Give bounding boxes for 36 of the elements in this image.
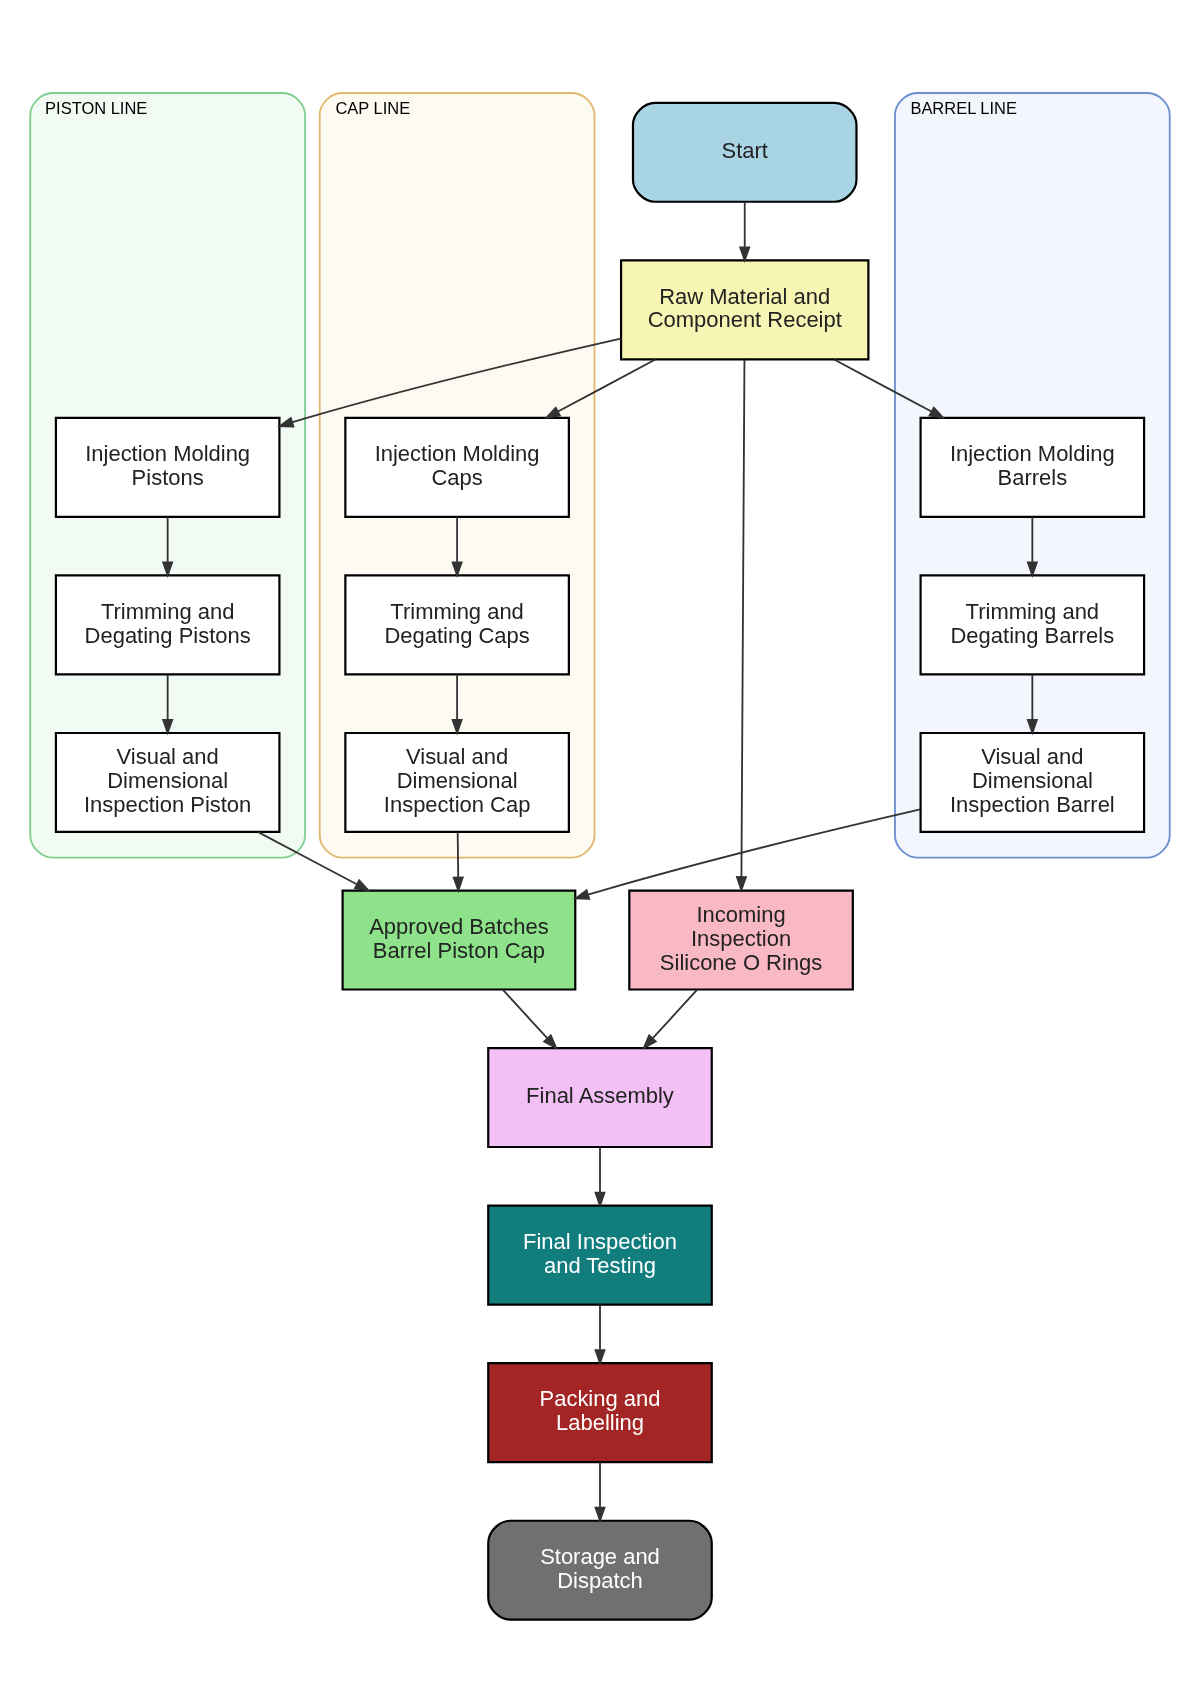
arrow [573, 808, 922, 900]
arrow [738, 201, 751, 263]
arrow [161, 673, 174, 736]
arrow [594, 1303, 606, 1366]
node-box: Approved Batches Barrel Piston Cap [341, 889, 577, 991]
node-box: Injection Molding Caps [344, 416, 570, 518]
arrow [161, 516, 174, 579]
node-box: Injection Molding Pistons [54, 416, 281, 518]
node-box: Incoming Inspection Silicone O Rings [628, 889, 854, 991]
arrow [452, 831, 464, 894]
node-box: Packing and Labelling [487, 1362, 713, 1464]
node-box: Raw Material and Component Receipt [619, 259, 870, 361]
node-box: Final Inspection and Testing [487, 1204, 713, 1306]
arrow [1026, 516, 1039, 579]
arrow [1026, 673, 1039, 736]
arrow [257, 831, 371, 892]
node-box: Trimming and Degating Pistons [54, 574, 281, 676]
node-box: Visual and Dimensional Inspection Barrel [919, 731, 1146, 834]
node-box: Injection Molding Barrels [919, 416, 1146, 518]
arrow [594, 1461, 606, 1524]
node-box: Trimming and Degating Barrels [919, 574, 1146, 676]
node-box: Visual and Dimensional Inspection Piston [54, 731, 281, 834]
node-box: Storage and Dispatch [487, 1519, 713, 1621]
node-box: Start [631, 101, 858, 203]
arrow [735, 358, 748, 893]
arrow [277, 337, 622, 428]
arrow [594, 1146, 606, 1209]
arrow [451, 673, 463, 736]
arrow [641, 988, 699, 1050]
arrow [544, 358, 657, 420]
node-box: Trimming and Degating Caps [344, 574, 570, 676]
arrow [833, 358, 946, 420]
node-box: Final Assembly [487, 1047, 713, 1149]
node-box: Visual and Dimensional Inspection Cap [344, 731, 570, 834]
arrow [451, 516, 463, 579]
arrow [501, 988, 559, 1050]
